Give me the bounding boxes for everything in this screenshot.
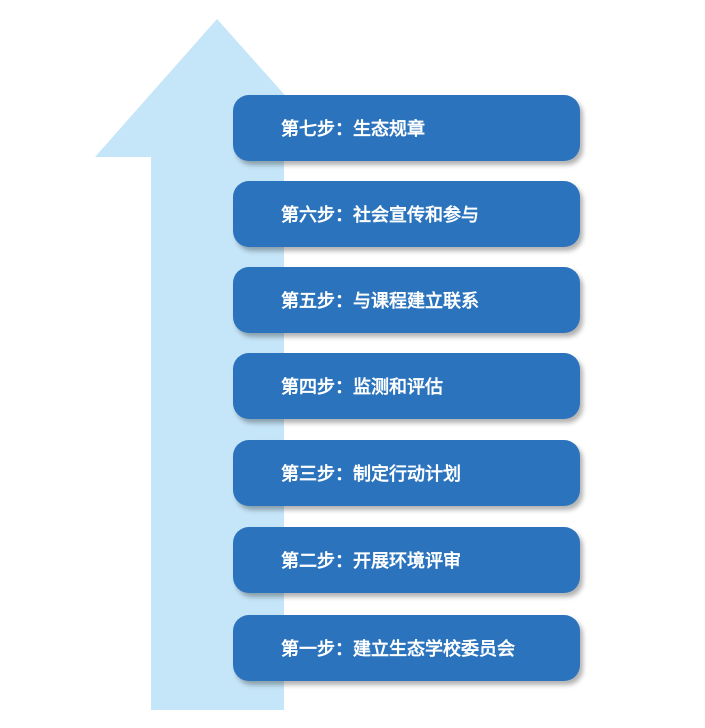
step-5: 第五步：与课程建立联系 (233, 267, 580, 333)
step-7: 第七步：生态规章 (233, 95, 580, 161)
step-label: 第三步：制定行动计划 (281, 464, 461, 485)
step-3: 第三步：制定行动计划 (233, 440, 580, 506)
step-label: 第六步：社会宣传和参与 (281, 205, 479, 226)
step-label: 第五步：与课程建立联系 (281, 291, 479, 312)
step-label: 第二步：开展环境评审 (281, 551, 461, 572)
step-label: 第四步：监测和评估 (281, 377, 443, 398)
step-label: 第七步：生态规章 (281, 119, 425, 140)
step-4: 第四步：监测和评估 (233, 353, 580, 419)
step-1: 第一步：建立生态学校委员会 (233, 615, 580, 681)
step-6: 第六步：社会宣传和参与 (233, 181, 580, 247)
step-label: 第一步：建立生态学校委员会 (281, 639, 515, 660)
step-2: 第二步：开展环境评审 (233, 527, 580, 593)
